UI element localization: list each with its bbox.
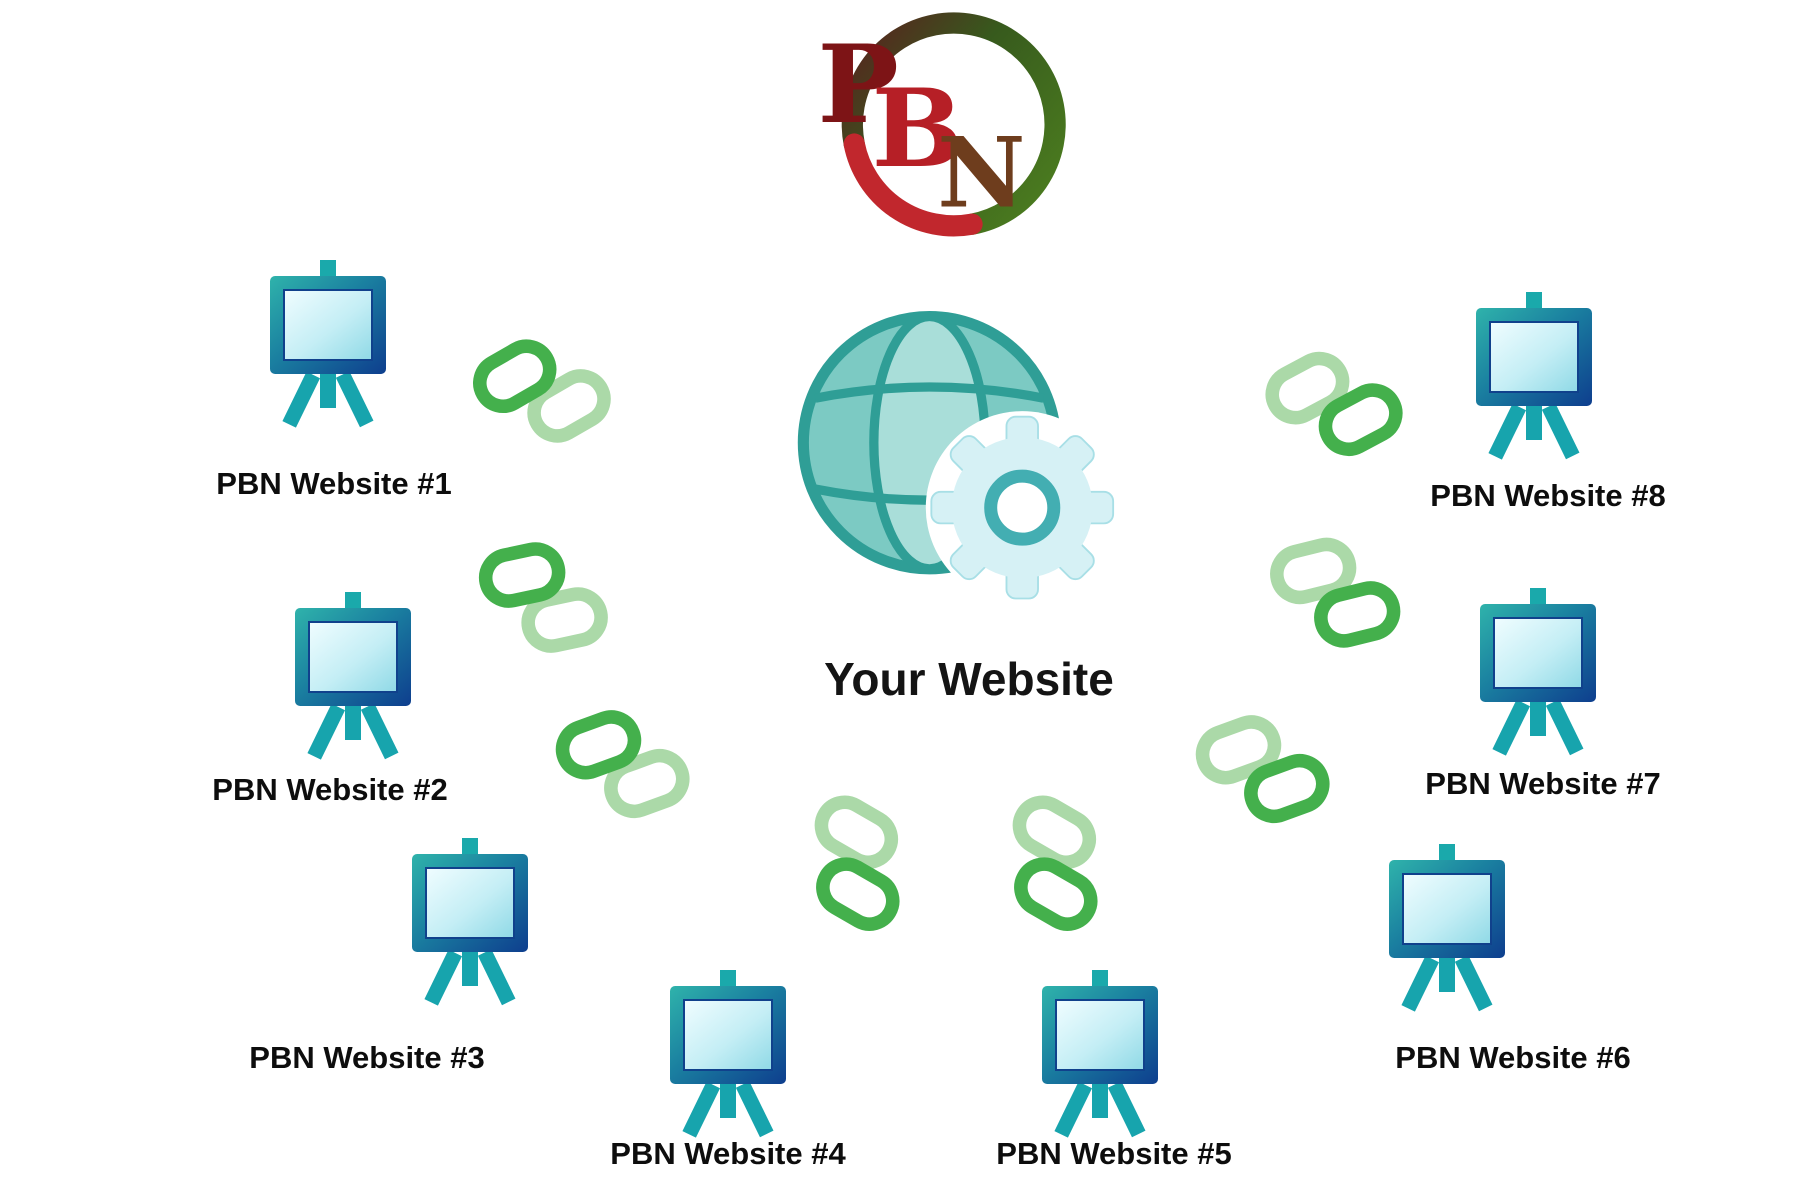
website-easel-icon-4 <box>658 970 798 1150</box>
website-easel-icon-6 <box>1377 844 1517 1024</box>
website-easel-icon-5 <box>1030 970 1170 1150</box>
node-label-4: PBN Website #4 <box>610 1136 846 1171</box>
node-label-3: PBN Website #3 <box>249 1040 485 1075</box>
website-easel-icon-3 <box>400 838 540 1018</box>
website-easel-icon-8 <box>1464 292 1604 472</box>
chain-link-icon-2 <box>467 531 628 676</box>
logo-letter-p: P <box>818 20 899 148</box>
node-label-7: PBN Website #7 <box>1425 766 1661 801</box>
node-label-8: PBN Website #8 <box>1430 478 1666 513</box>
node-label-5: PBN Website #5 <box>996 1136 1232 1171</box>
chain-link-icon-6 <box>1195 711 1340 837</box>
chain-link-icon-4 <box>762 774 952 966</box>
logo-letter-b: B <box>872 64 963 192</box>
node-label-1: PBN Website #1 <box>216 466 452 501</box>
node-label-6: PBN Website #6 <box>1395 1040 1631 1075</box>
website-easel-icon-2 <box>283 592 423 772</box>
chain-link-icon-3 <box>555 706 700 832</box>
node-label-2: PBN Website #2 <box>212 772 448 807</box>
logo-ring-dark <box>841 12 1066 235</box>
logo-ring-red <box>843 133 983 237</box>
website-easel-icon-1 <box>258 260 398 440</box>
website-easel-icon-7 <box>1468 588 1608 768</box>
pbn-logo: P B N <box>818 12 1066 237</box>
chain-link-icon-7 <box>1261 528 1418 668</box>
chain-link-icon-8 <box>1259 336 1420 481</box>
your-website-globe-gear-icon <box>797 310 1115 605</box>
chain-link-icon-1 <box>465 320 630 469</box>
your-website-label: Your Website <box>824 653 1114 705</box>
gear-icon <box>930 415 1115 600</box>
logo-letter-n: N <box>937 116 1025 230</box>
chain-link-icon-5 <box>960 774 1150 966</box>
